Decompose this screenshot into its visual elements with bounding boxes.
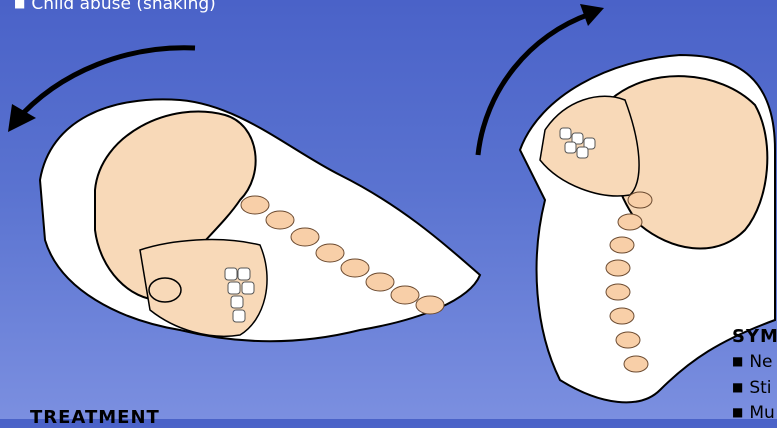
illustration-layer	[0, 0, 777, 419]
treatment-heading: TREATMENT	[30, 407, 160, 428]
symptom-item-2: Sti	[732, 378, 772, 398]
symptom-item-1: Ne	[732, 352, 773, 372]
whiplash-slide: Child abuse (shaking)	[0, 0, 777, 419]
symptoms-heading: SYM	[732, 326, 777, 347]
head-extension-illustration	[478, 4, 775, 402]
head-flexion-illustration	[8, 48, 480, 341]
symptom-item-3: Mu	[732, 403, 775, 423]
